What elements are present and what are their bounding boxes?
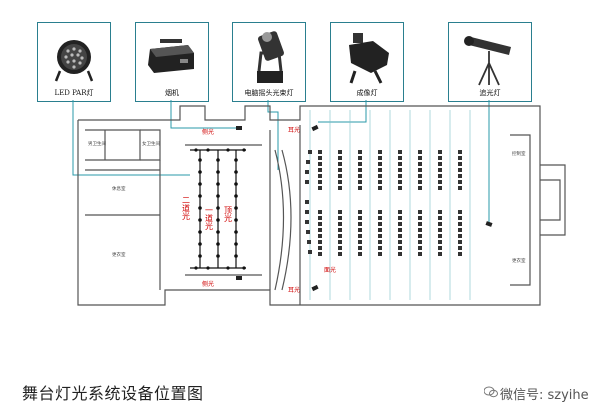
device-label: 烟机 — [165, 89, 179, 97]
pipe-2-label: 二道光 — [182, 196, 191, 221]
room-label: 更衣室 — [512, 257, 526, 264]
ear-light-top-label: 耳光 — [288, 126, 300, 134]
pipe-fixtures — [194, 148, 246, 270]
device-label: 成像灯 — [356, 89, 378, 97]
walls — [77, 105, 566, 306]
room-label: 更衣室 — [112, 251, 126, 258]
room-label: 女卫生间 — [142, 140, 160, 147]
moving-head-light-icon — [257, 31, 284, 83]
device-box-follow: 追光灯 — [448, 22, 532, 102]
ear-light-bottom-label: 耳光 — [288, 286, 300, 294]
room-label: 男卫生间 — [88, 140, 106, 147]
device-label: 追光灯 — [479, 89, 501, 97]
face-pipe-label: 顶光 — [224, 206, 233, 223]
watermark: 微信号: szyihe — [500, 388, 589, 403]
room-label: 休息室 — [112, 185, 126, 192]
fixture-markers — [236, 124, 493, 292]
side-light-bottom-label: 侧光 — [202, 280, 214, 288]
device-box-led-par: LED PAR灯 — [37, 22, 111, 102]
device-box-moving-head: 电脑摇头光束灯 — [232, 22, 306, 102]
device-label: LED PAR灯 — [54, 89, 94, 97]
diagram-caption: 舞台灯光系统设备位置图 — [22, 384, 204, 403]
pipe-1-label: 一道光 — [205, 206, 214, 231]
follow-spotlight-icon — [464, 36, 511, 86]
face-light-label: 面光 — [324, 266, 336, 274]
led-par-light-icon — [54, 40, 94, 82]
device-label: 电脑摇头光束灯 — [244, 89, 294, 97]
ceiling-grid — [309, 110, 471, 300]
device-box-profile: 成像灯 — [330, 22, 404, 102]
wechat-icon — [484, 386, 498, 398]
seating — [305, 150, 462, 256]
fog-machine-icon — [148, 39, 194, 73]
profile-spotlight-icon — [349, 33, 389, 84]
device-box-fog: 烟机 — [135, 22, 209, 102]
room-label: 控制室 — [512, 150, 526, 157]
side-light-top-label: 侧光 — [202, 128, 214, 136]
connector-lines — [72, 100, 490, 225]
